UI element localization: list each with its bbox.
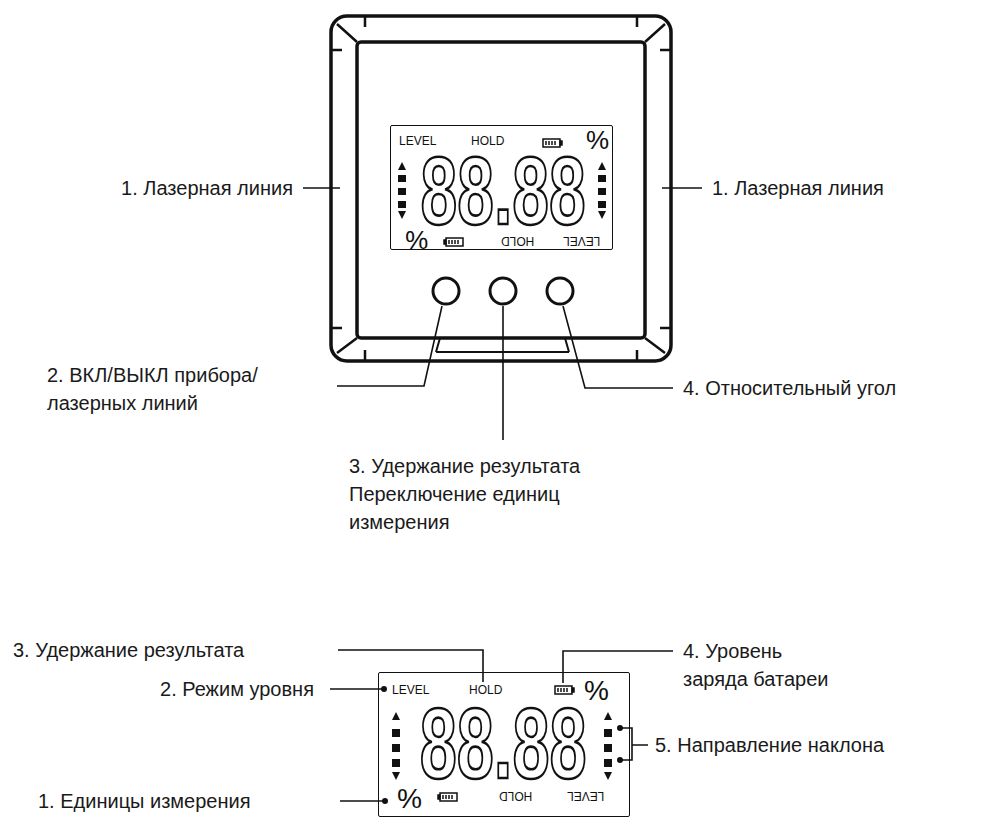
drawing-stroke — [444, 240, 446, 244]
drawing-stroke — [337, 306, 442, 386]
lcd-indicator-text: % — [584, 675, 609, 707]
drawing-stroke — [433, 278, 459, 304]
drawing-stroke — [381, 686, 387, 692]
lcd-screen: LEVELHOLD%88.88%HOLDLEVEL — [390, 125, 613, 250]
drawing-stroke — [547, 278, 573, 304]
drawing-stroke — [398, 162, 406, 170]
drawing-stroke — [330, 688, 384, 690]
callout-label: 5. Направление наклона — [655, 731, 884, 759]
drawing-stroke — [604, 772, 612, 780]
drawing-stroke — [398, 188, 406, 195]
drawing-stroke — [438, 795, 440, 799]
drawing-stroke — [365, 16, 637, 361]
drawing-stroke — [502, 306, 504, 440]
drawing-stroke — [392, 759, 400, 767]
drawing-stroke — [338, 650, 483, 682]
drawing-stroke — [337, 24, 665, 353]
buttons — [433, 278, 573, 304]
drawing-stroke — [572, 688, 574, 692]
drawing-stroke — [331, 50, 671, 328]
drawing-stroke — [604, 744, 612, 752]
callout-label: 3. Удержание результата Переключение еди… — [349, 452, 639, 536]
drawing-stroke — [617, 725, 623, 731]
callout-label: 3. Удержание результата — [13, 636, 244, 664]
callout-label: 4. Относительный угол — [683, 374, 896, 402]
drawing-stroke — [604, 712, 612, 720]
device-housing — [331, 16, 671, 361]
drawing-stroke — [598, 162, 606, 170]
leader-lines — [303, 188, 702, 801]
callout-label: 2. ВКЛ/ВЫКЛ прибора/ лазерных линий — [47, 361, 327, 417]
lcd-indicator-text: % — [405, 224, 428, 254]
drawing-stroke — [620, 728, 648, 760]
lcd-indicator-text: % — [397, 782, 422, 814]
lcd-screen: LEVELHOLD%88.88%HOLDLEVEL — [378, 672, 630, 817]
drawing-stroke — [398, 201, 406, 208]
drawing-stroke — [598, 188, 606, 195]
drawing-stroke — [303, 187, 340, 189]
drawing-stroke — [392, 744, 400, 752]
digit-readout: 88.88 — [421, 143, 586, 239]
drawing-stroke — [563, 651, 673, 683]
drawing-stroke — [563, 306, 673, 388]
lcd-indicator-text: HOLD — [501, 233, 534, 247]
drawing-stroke — [604, 729, 612, 737]
drawing-stroke — [392, 729, 400, 737]
drawing-stroke — [598, 201, 606, 208]
callout-label: 1. Единицы измерения — [38, 787, 251, 815]
drawing-stroke — [398, 211, 406, 219]
lcd-indicator-text: LEVEL — [567, 788, 604, 802]
drawing-stroke — [598, 211, 606, 219]
drawing-stroke — [662, 187, 702, 189]
drawing-stroke — [382, 798, 388, 804]
drawing-stroke — [617, 757, 623, 763]
lcd-indicator-text: % — [586, 126, 609, 156]
drawing-stroke — [331, 16, 671, 361]
callout-label: 2. Режим уровня — [160, 675, 314, 703]
lcd-indicator-text: HOLD — [499, 788, 532, 802]
drawing-stroke — [392, 712, 400, 720]
callout-label: 1. Лазерная линия — [121, 174, 293, 202]
drawing-stroke — [604, 759, 612, 767]
callout-label: 1. Лазерная линия — [712, 174, 884, 202]
drawing-stroke — [598, 175, 606, 182]
lcd-indicator-text: LEVEL — [563, 233, 600, 247]
drawing-stroke — [490, 278, 516, 304]
digit-readout: 88.88 — [420, 693, 587, 793]
drawing-stroke — [357, 42, 645, 338]
callout-label: 4. Уровень заряда батареи — [683, 637, 841, 693]
drawing-stroke — [392, 772, 400, 780]
drawing-stroke — [398, 175, 406, 182]
